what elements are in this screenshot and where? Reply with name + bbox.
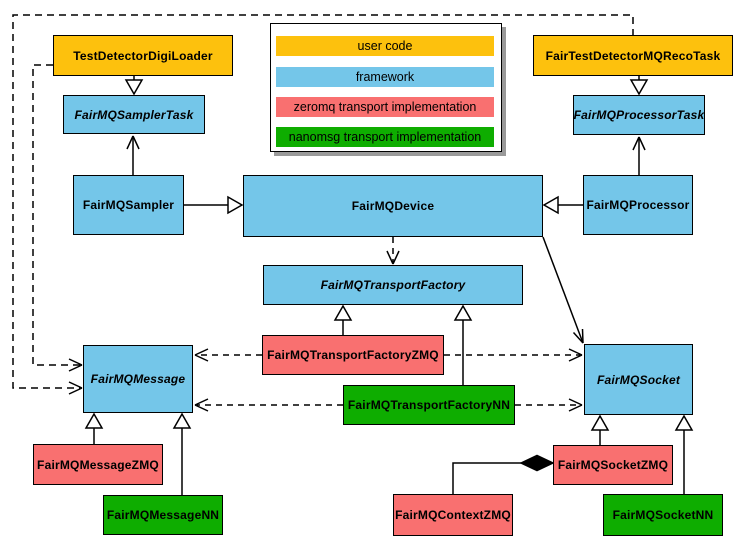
legend-label: user code [357,39,413,53]
legend-item-zeromq: zeromq transport implementation [276,97,494,117]
edge-messagenn-message-inheritance [172,412,192,495]
edge-socketzmq-socket-inheritance [590,414,610,445]
legend: user code framework zeromq transport imp… [270,23,502,152]
legend-item-framework: framework [276,67,494,87]
edge-digiloader-message-dashed [32,64,83,372]
node-fairmq-sampler: FairMQSampler [73,175,184,235]
node-fairmq-sampler-task: FairMQSamplerTask [63,95,205,134]
edge-tfzmq-socket-dashed [444,348,583,362]
node-fairmq-message: FairMQMessage [83,345,193,413]
node-fairmq-context-zmq: FairMQContextZMQ [393,494,513,536]
edge-sampler-device-inheritance [184,195,244,215]
edge-processor-processortask-arrow [632,136,646,175]
edge-sampler-samplertask-arrow [126,135,140,175]
edge-tfnn-transportfactory-inheritance [453,304,473,385]
legend-label: framework [355,70,415,84]
edge-recotask-message-dashed [12,14,634,395]
edge-tfzmq-message-dashed [194,348,262,362]
legend-label: nanomsg transport implementation [288,130,482,144]
edge-digiloader-samplertask-inheritance [124,76,144,96]
edge-tfzmq-transportfactory-inheritance [333,304,353,335]
node-test-detector-digi-loader: TestDetectorDigiLoader [53,35,233,76]
edge-tfnn-message-dashed [194,398,343,412]
node-fairmq-socket-nn: FairMQSocketNN [603,494,723,536]
legend-item-user-code: user code [276,36,494,56]
edge-messagezmq-message-inheritance [84,412,104,444]
node-fairmq-processor-task: FairMQProcessorTask [573,95,705,135]
node-fairmq-socket-zmq: FairMQSocketZMQ [553,445,673,485]
edge-socketnn-socket-inheritance [674,414,694,494]
node-fairmq-device: FairMQDevice [243,175,543,237]
node-fairmq-transport-factory: FairMQTransportFactory [263,265,523,305]
node-fairmq-transport-factory-nn: FairMQTransportFactoryNN [343,385,515,425]
node-fairmq-transport-factory-zmq: FairMQTransportFactoryZMQ [262,335,444,375]
node-fairmq-processor: FairMQProcessor [583,175,693,235]
node-fairmq-message-zmq: FairMQMessageZMQ [33,444,163,485]
edge-tfnn-socket-dashed [515,398,583,412]
node-fairmq-message-nn: FairMQMessageNN [103,495,223,535]
edge-processor-device-inheritance [542,195,583,215]
node-fair-test-detector-mq-reco-task: FairTestDetectorMQRecoTask [533,35,733,76]
legend-label: zeromq transport implementation [293,100,477,114]
edge-device-transportfactory-dashed [386,237,400,265]
node-fairmq-socket: FairMQSocket [584,344,693,415]
legend-item-nanomsg: nanomsg transport implementation [276,127,494,147]
edge-device-socket-arrow [542,236,584,344]
edge-recotask-processortask-inheritance [629,76,649,96]
edge-contextzmq-socketzmq-composition [452,454,555,494]
